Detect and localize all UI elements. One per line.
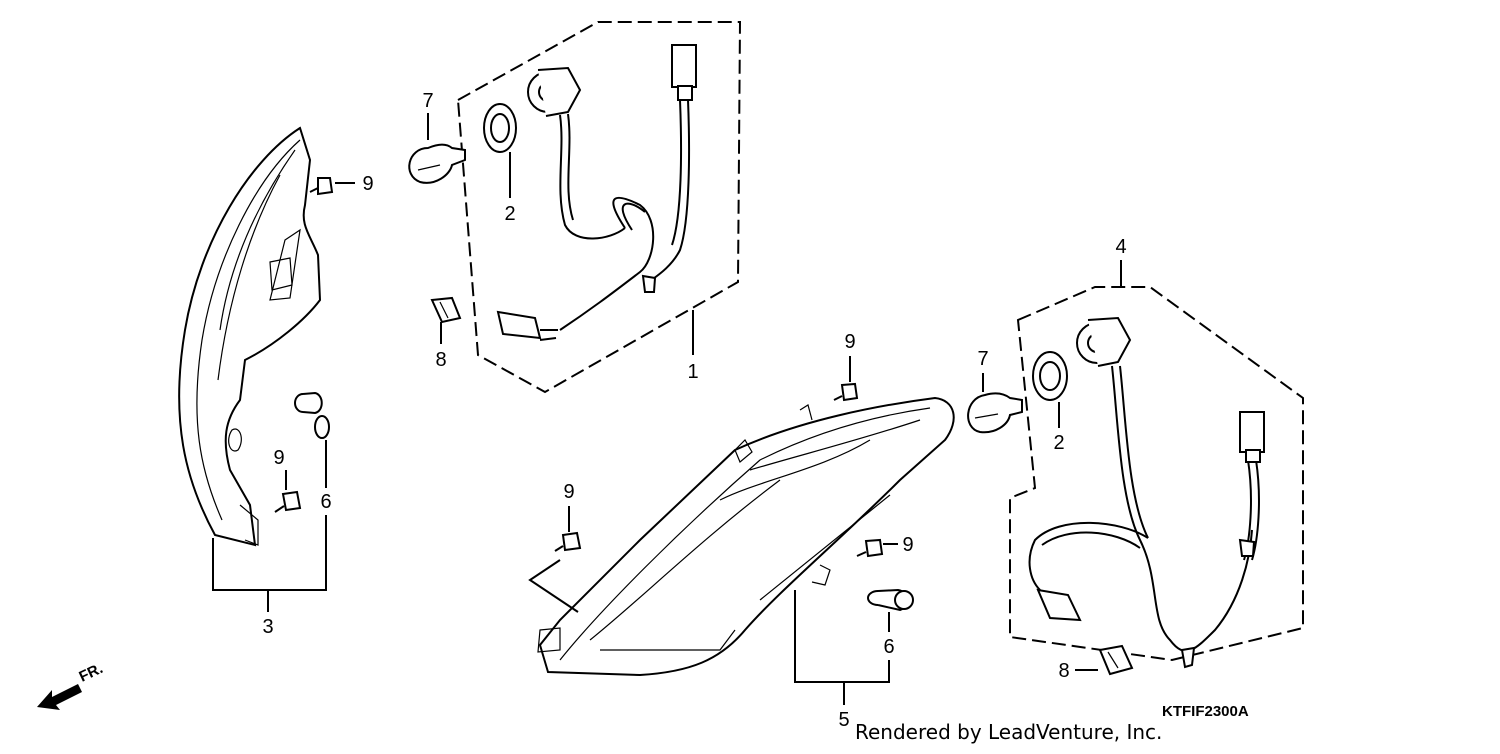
screw-9-top-center: [833, 382, 859, 402]
harness-4-cables: [1028, 316, 1265, 669]
callout-8-right: 8: [1058, 660, 1069, 682]
bulb-7-right: [967, 392, 1023, 434]
screw-9-upper-left: [309, 177, 334, 196]
bulb-7-left: [408, 143, 466, 184]
callout-9-lower-left: 9: [273, 447, 284, 469]
callout-7-left: 7: [422, 90, 433, 112]
grommet-6-right: [867, 588, 914, 612]
harness-4-boundary: [1009, 286, 1304, 662]
callout-5: 5: [838, 709, 849, 731]
credit-text: Rendered by LeadVenture, Inc.: [855, 720, 1162, 744]
callout-6-right: 6: [883, 636, 894, 658]
grommet-6-left: [294, 391, 330, 439]
socket-seal-2-left: [483, 103, 517, 153]
screw-9-mid-left: [554, 531, 582, 552]
harness-1-boundary: [456, 21, 742, 394]
screw-9-lower-left: [274, 490, 302, 513]
left-winker-lens: [178, 126, 322, 547]
callout-9-mid-left: 9: [563, 481, 574, 503]
socket-seal-2-right: [1032, 351, 1068, 401]
callout-3: 3: [262, 616, 273, 638]
callout-9-upper-left: 9: [362, 173, 373, 195]
callout-7-right: 7: [977, 348, 988, 370]
callout-1: 1: [687, 361, 698, 383]
harness-1-cables: [496, 44, 697, 341]
callout-4: 4: [1115, 236, 1126, 258]
callout-2-left: 2: [504, 203, 515, 225]
callout-6-left: 6: [320, 491, 331, 513]
wedge-bulb-8-left: [430, 296, 462, 324]
front-marker-label: FR.: [77, 660, 106, 686]
right-winker-lens: [537, 396, 955, 677]
front-direction-arrow-icon: [37, 684, 82, 710]
wedge-bulb-8-right: [1098, 644, 1134, 676]
callout-2-right: 2: [1053, 432, 1064, 454]
screw-9-mid-right: [856, 538, 884, 558]
callout-9-mid-right: 9: [902, 534, 913, 556]
callout-8-left: 8: [435, 349, 446, 371]
callout-9-top-center: 9: [844, 331, 855, 353]
diagram-code: KTFIF2300A: [1162, 703, 1249, 720]
